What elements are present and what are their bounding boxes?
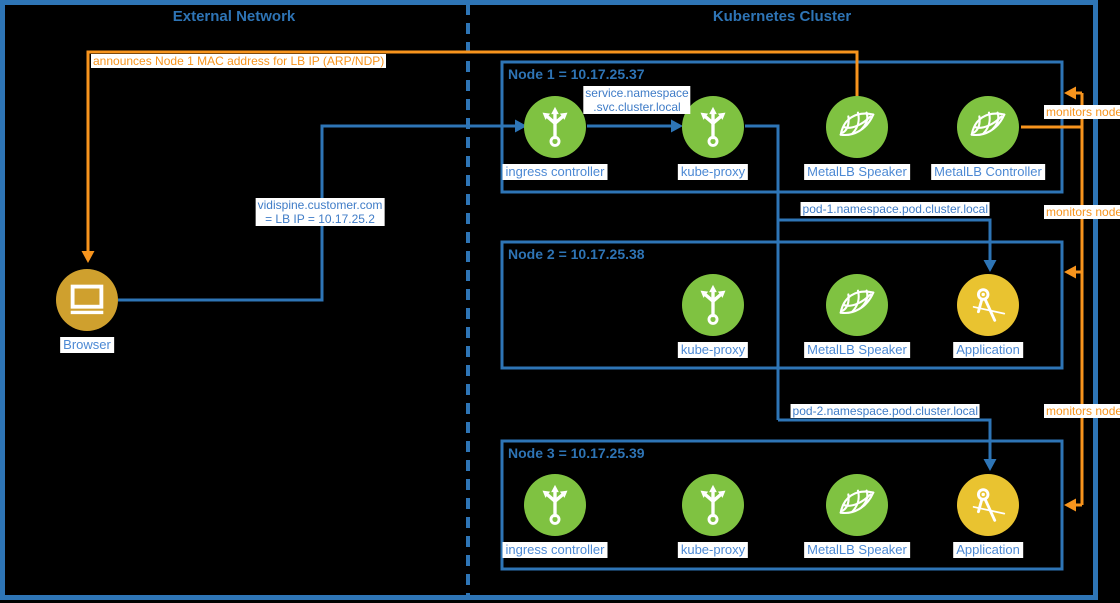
edge-label-service-dns: service.namespace .svc.cluster.local xyxy=(583,86,691,114)
browser-label: Browser xyxy=(60,337,114,353)
application-icon xyxy=(957,474,1019,536)
metallb-speaker-icon xyxy=(826,274,888,336)
edge-kubeproxy-trunk xyxy=(745,124,780,420)
edge-ingress-to-kubeproxy xyxy=(587,119,683,133)
metallb-glyph xyxy=(834,482,880,528)
edge-label-pod1-dns: pod-1.namespace.pod.cluster.local xyxy=(800,202,990,216)
node3-kubeproxy-label: kube-proxy xyxy=(677,542,749,558)
application-icon xyxy=(957,274,1019,336)
branch-glyph xyxy=(532,104,578,150)
node3-application-label: Application xyxy=(953,542,1023,558)
outer-border xyxy=(0,0,1098,600)
header-kubernetes-cluster: Kubernetes Cluster xyxy=(712,8,852,25)
compass-glyph xyxy=(965,282,1011,328)
metallb-glyph xyxy=(834,104,880,150)
edge-label-service-line1: service.namespace xyxy=(585,86,689,100)
edge-label-monitors-node2: monitors node xyxy=(1044,205,1120,219)
metallb-controller-icon xyxy=(957,96,1019,158)
node1-title: Node 1 = 10.17.25.37 xyxy=(508,66,645,82)
compass-glyph xyxy=(965,482,1011,528)
node2-box xyxy=(500,240,1064,370)
metallb-speaker-icon xyxy=(826,474,888,536)
edge-label-announce: announces Node 1 MAC address for LB IP (… xyxy=(91,54,387,68)
node1-ingress-label: ingress controller xyxy=(502,164,608,180)
edge-label-vidispine-line1: vidispine.customer.com xyxy=(257,198,383,212)
node3-title: Node 3 = 10.17.25.39 xyxy=(508,445,645,461)
node2-speaker-label: MetalLB Speaker xyxy=(804,342,910,358)
branch-glyph xyxy=(532,482,578,528)
edge-monitors xyxy=(1021,86,1084,512)
edge-label-service-line2: .svc.cluster.local xyxy=(593,100,681,114)
edge-label-vidispine-line2: = LB IP = 10.17.25.2 xyxy=(265,212,375,226)
edge-label-monitors-node1: monitors node xyxy=(1044,105,1120,119)
kube-proxy-icon xyxy=(682,474,744,536)
edge-announce xyxy=(81,50,859,263)
ingress-controller-icon xyxy=(524,96,586,158)
monitor-glyph xyxy=(64,277,110,323)
node3-box xyxy=(500,439,1064,571)
edge-pod1 xyxy=(778,218,997,272)
branch-glyph xyxy=(690,482,736,528)
node3-speaker-label: MetalLB Speaker xyxy=(804,542,910,558)
browser-icon xyxy=(56,269,118,331)
node2-application-label: Application xyxy=(953,342,1023,358)
metallb-speaker-icon xyxy=(826,96,888,158)
node3-ingress-label: ingress controller xyxy=(502,542,608,558)
edge-label-monitors-node3: monitors node xyxy=(1044,404,1120,418)
metallb-glyph xyxy=(834,282,880,328)
metallb-glyph xyxy=(965,104,1011,150)
node1-controller-label: MetalLB Controller xyxy=(931,164,1045,180)
edge-pod2 xyxy=(778,418,997,471)
node2-kubeproxy-label: kube-proxy xyxy=(677,342,749,358)
node1-kubeproxy-label: kube-proxy xyxy=(677,164,749,180)
edge-label-pod2-dns: pod-2.namespace.pod.cluster.local xyxy=(790,404,980,418)
header-external-network: External Network xyxy=(172,8,296,25)
node2-title: Node 2 = 10.17.25.38 xyxy=(508,246,645,262)
node1-speaker-label: MetalLB Speaker xyxy=(804,164,910,180)
edge-label-vidispine: vidispine.customer.com = LB IP = 10.17.2… xyxy=(255,198,385,226)
kube-proxy-icon xyxy=(682,96,744,158)
branch-glyph xyxy=(690,282,736,328)
ingress-controller-icon xyxy=(524,474,586,536)
branch-glyph xyxy=(690,104,736,150)
kube-proxy-icon xyxy=(682,274,744,336)
